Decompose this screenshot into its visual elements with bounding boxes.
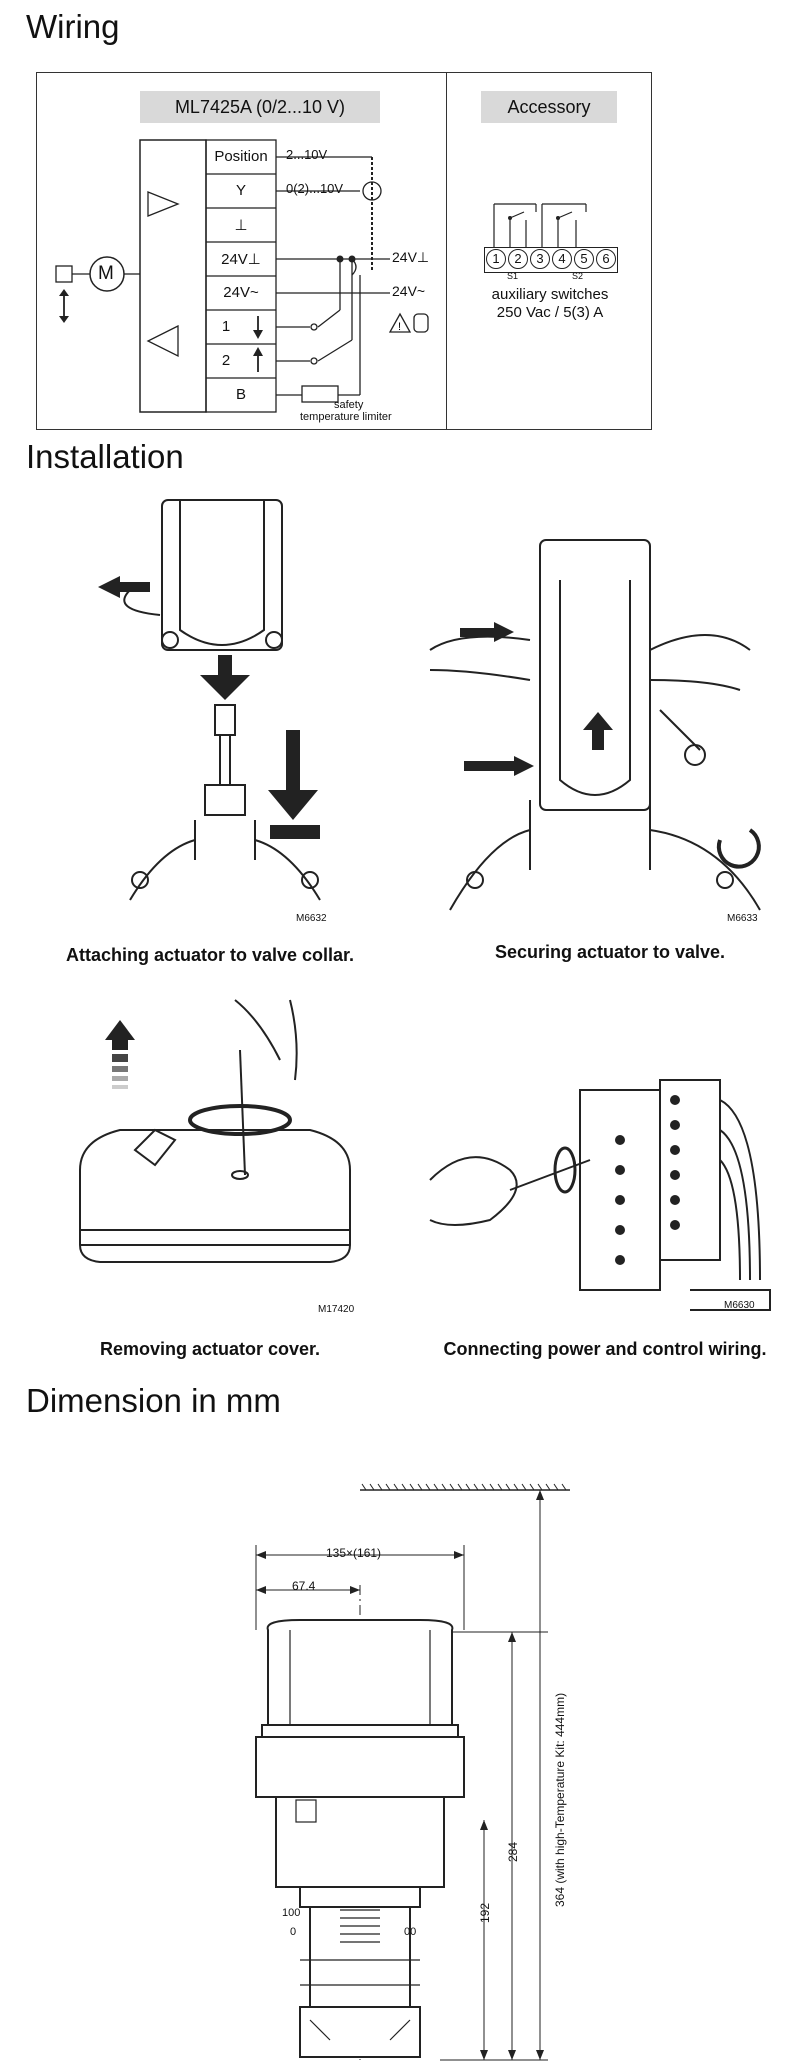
arrow-up-icon	[253, 347, 263, 356]
scale-bottom-label: 0	[290, 1926, 297, 1938]
wiring-panel	[36, 72, 652, 430]
step-2-caption: Securing actuator to valve.	[494, 942, 726, 962]
model-label: ML7425A (0/2...10 V)	[140, 91, 380, 123]
terminal-b: B	[235, 386, 246, 403]
aux-terminal-4: 4	[552, 249, 572, 269]
install-step-2-illustration	[429, 539, 761, 911]
aux-terminal-2: 2	[508, 249, 528, 269]
aux-terminal-strip: 1 2 3 4 5 6	[484, 247, 618, 273]
supply-ac-label: 24V~	[392, 283, 426, 299]
arrow-down-large-icon	[268, 790, 318, 820]
accessory-label: Accessory	[481, 91, 617, 123]
aux-text-1: auxiliary switches	[491, 286, 609, 303]
up-triangle-icon	[147, 191, 180, 217]
arrow-up-icon	[583, 712, 613, 730]
arrow-down-icon	[200, 675, 250, 700]
aux-terminal-3: 3	[530, 249, 550, 269]
arrow-down-icon	[253, 330, 263, 339]
height-192-label: 192	[478, 1902, 493, 1924]
install-step-3-illustration	[79, 999, 351, 1263]
wiring-divider	[446, 73, 447, 429]
terminal-y: Y	[235, 182, 246, 199]
half-width-dim-label: 67.4	[292, 1579, 316, 1593]
install-step-1-illustration	[98, 499, 321, 901]
height-284-label: 284	[506, 1841, 521, 1863]
scale-right-label: 00	[404, 1926, 417, 1938]
wiring-diagram: !	[55, 139, 429, 413]
device-block	[139, 139, 207, 413]
supply-gnd-label: 24V⊥	[392, 249, 430, 265]
dimension-heading: Dimension in mm	[26, 1382, 281, 1419]
terminal-2: 2	[221, 352, 231, 369]
step-4-code: M6630	[724, 1300, 755, 1311]
step-2-code: M6633	[727, 913, 758, 924]
limiter-label-1: safety	[334, 399, 364, 411]
scale-top-label: 100	[282, 1907, 301, 1919]
step-3-code: M17420	[318, 1304, 355, 1315]
arrow-right-icon	[494, 622, 514, 642]
installation-heading: Installation	[26, 438, 184, 475]
aux-terminal-1: 1	[486, 249, 506, 269]
arrow-up-icon	[105, 1020, 135, 1040]
step-3-caption: Removing actuator cover.	[99, 1339, 321, 1359]
aux-terminal-5: 5	[574, 249, 594, 269]
wiring-heading: Wiring	[26, 8, 120, 45]
install-step-4-illustration	[429, 1079, 771, 1311]
aux-s2-label: S2	[572, 271, 584, 281]
signal-pos-label: 2...10V	[286, 147, 328, 162]
width-dim-label: 135×(161)	[326, 1546, 382, 1560]
step-1-caption: Attaching actuator to valve collar.	[65, 945, 355, 965]
terminal-ground: ⊥	[234, 217, 248, 234]
down-triangle-icon	[146, 324, 179, 358]
limiter-label-2: temperature limiter	[300, 411, 392, 423]
aux-s1-label: S1	[507, 271, 519, 281]
step-4-caption: Connecting power and control wiring.	[443, 1339, 767, 1359]
terminal-24v-gnd: 24V⊥	[221, 251, 261, 268]
aux-text-2: 250 Vac / 5(3) A	[496, 304, 604, 321]
arrow-left-icon	[98, 576, 120, 598]
terminal-position: Position	[214, 148, 268, 165]
motor-label: M	[98, 263, 114, 284]
dimension-drawing	[255, 1483, 570, 2061]
svg-text:!: !	[398, 321, 401, 333]
terminal-1: 1	[221, 318, 231, 335]
aux-switch-diagram	[493, 203, 587, 248]
terminal-24v-ac: 24V~	[223, 284, 259, 301]
aux-terminal-6: 6	[596, 249, 616, 269]
signal-y-label: 0(2)...10V	[286, 181, 344, 196]
step-1-code: M6632	[296, 913, 327, 924]
arrow-right-icon	[514, 756, 534, 776]
height-364-label: 364 (with high-Temperature Kit: 444mm)	[553, 1692, 567, 1907]
